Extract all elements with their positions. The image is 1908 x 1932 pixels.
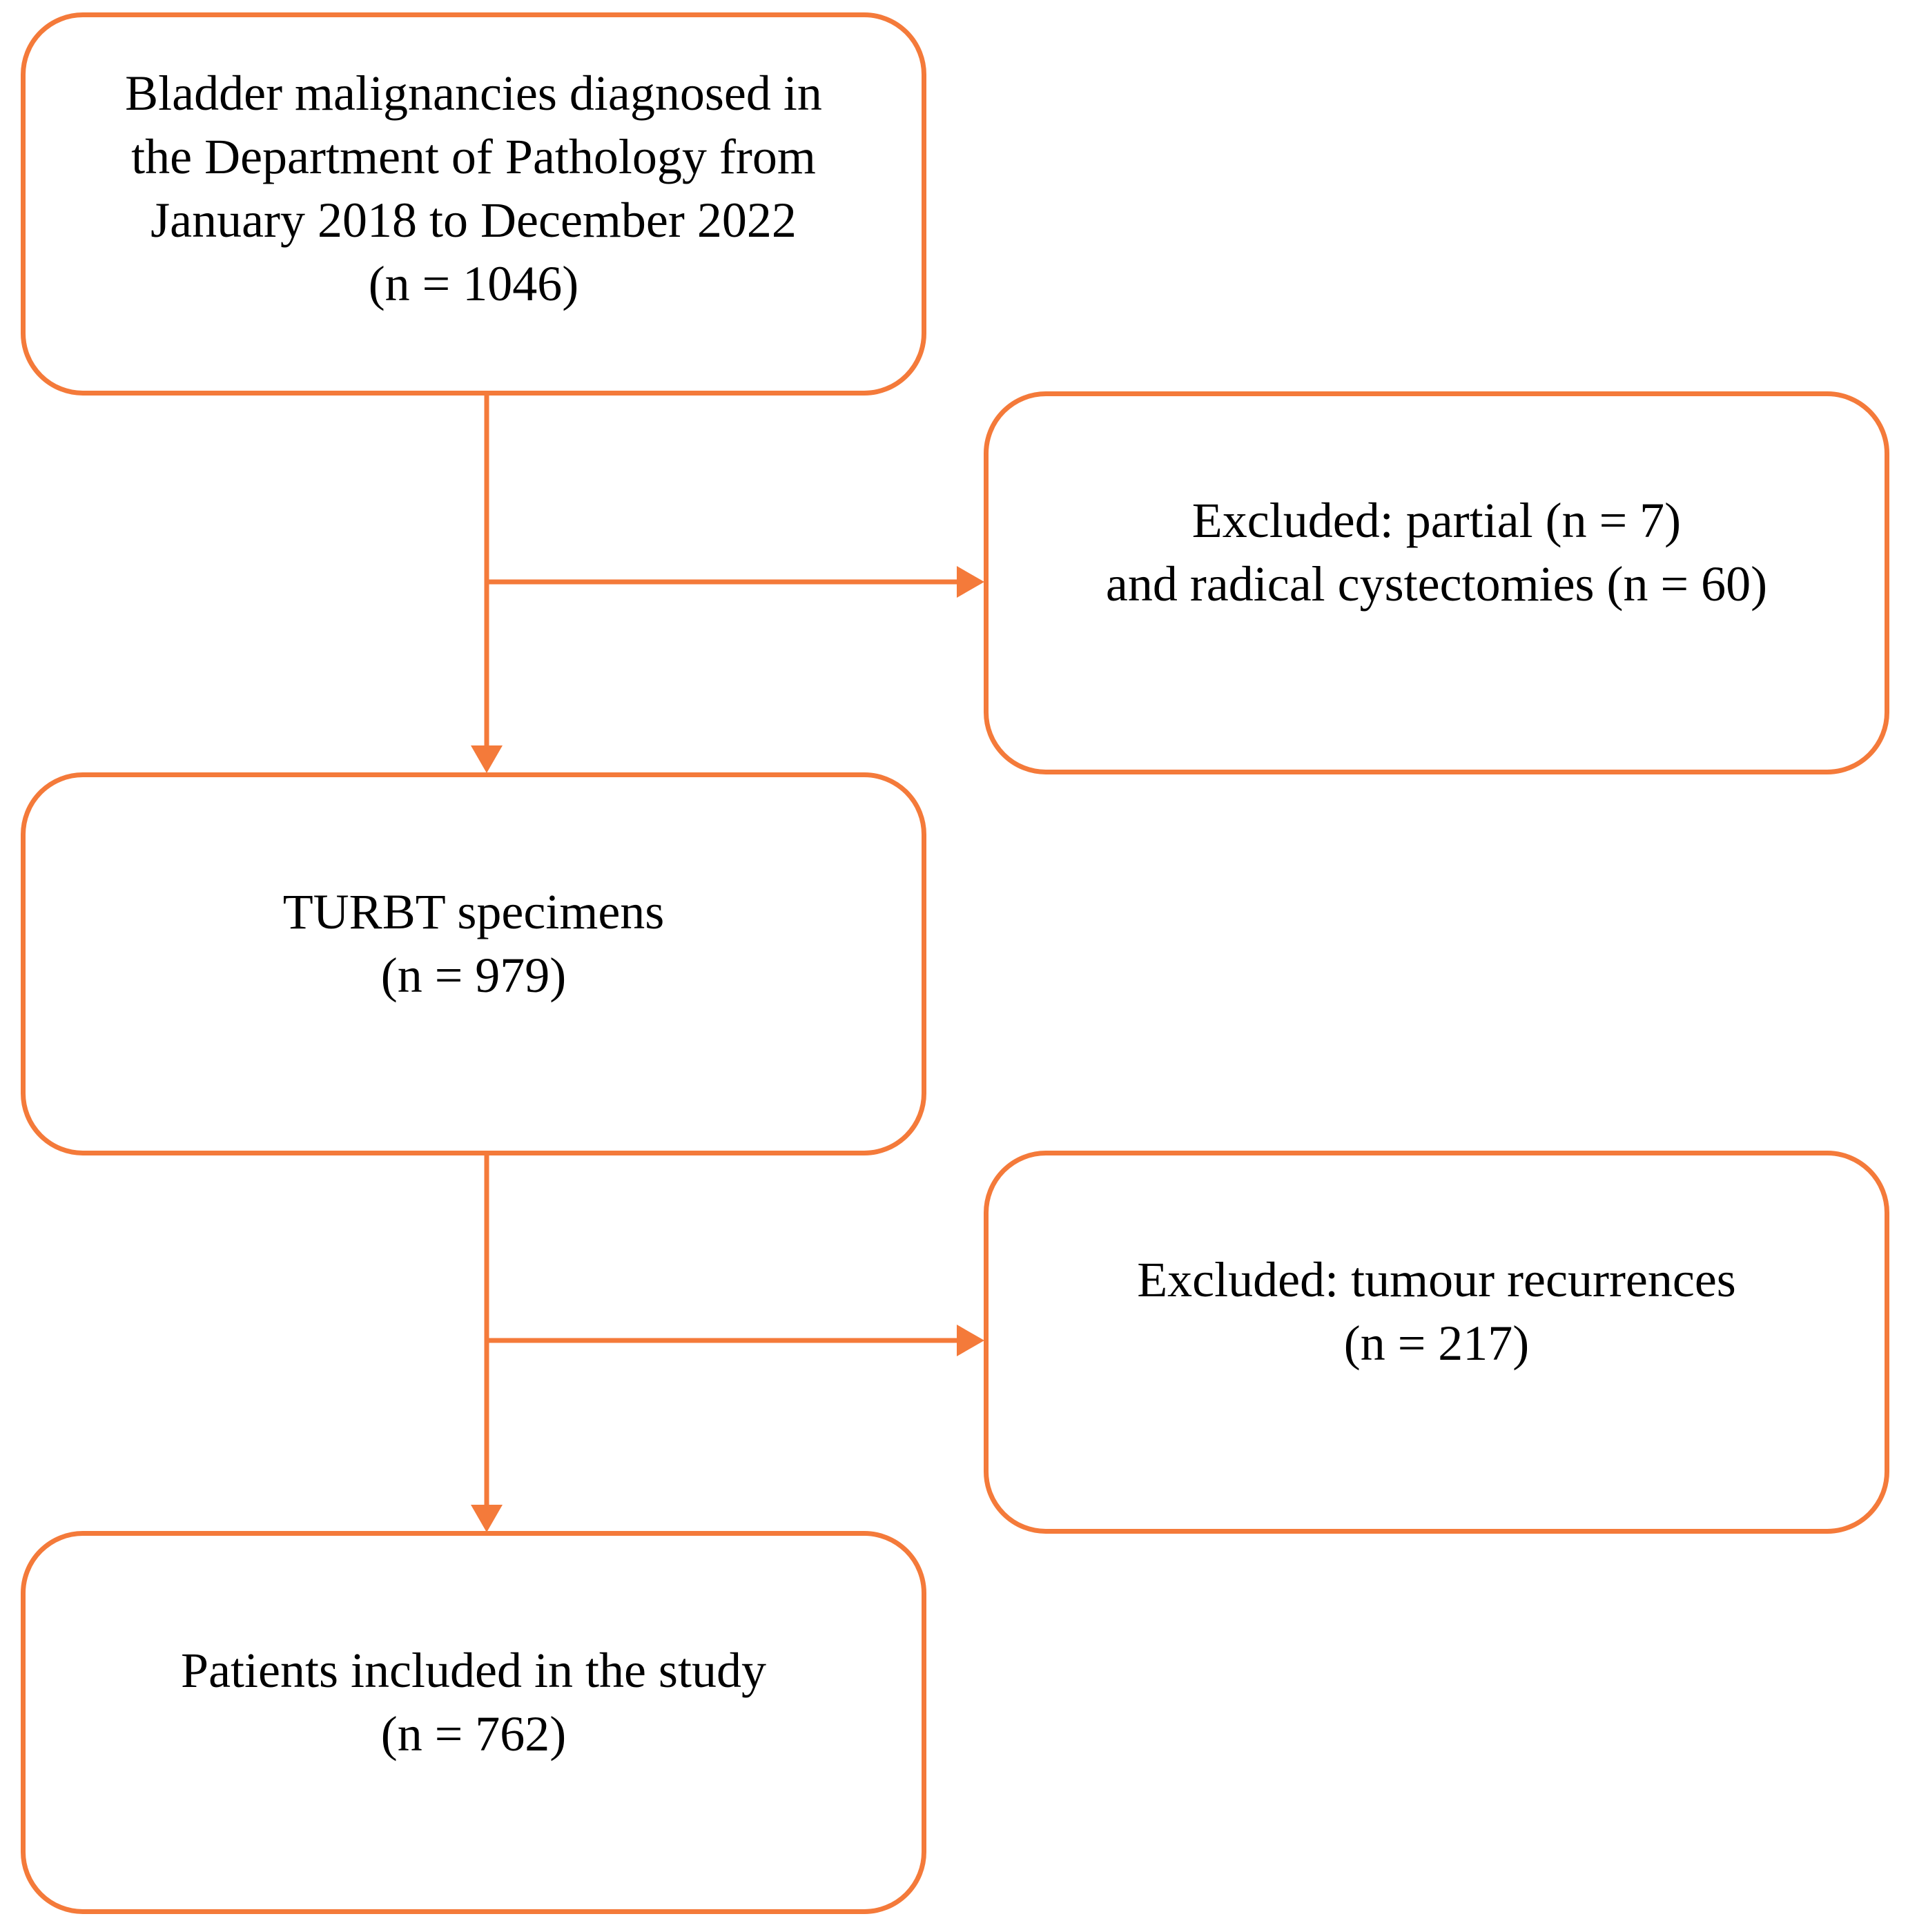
exclusion-line: and radical cystectomies (n = 60) (1105, 556, 1768, 612)
arrowhead-down-icon (471, 1505, 503, 1532)
included-count: (n = 762) (380, 1706, 567, 1762)
source-line: Bladder malignancies diagnosed in (125, 65, 822, 121)
included-patients-box: Patients included in the study (n = 762) (21, 1531, 926, 1914)
turbt-count: (n = 979) (380, 947, 567, 1003)
arrowhead-right-icon (957, 566, 984, 598)
turbt-label: TURBT specimens (282, 884, 665, 939)
included-label: Patients included in the study (181, 1642, 766, 1698)
exclusion-line: Excluded: tumour recurrences (1137, 1251, 1736, 1307)
included-patients-text: Patients included in the study (n = 762) (181, 1639, 766, 1766)
source-line: the Department of Pathology from (131, 128, 816, 184)
exclusion-recurrences-text: Excluded: tumour recurrences (n = 217) (1137, 1248, 1736, 1375)
turbt-specimens-text: TURBT specimens (n = 979) (283, 880, 665, 1007)
arrowhead-down-icon (471, 745, 503, 773)
exclusion-count: (n = 217) (1343, 1315, 1530, 1371)
turbt-specimens-box: TURBT specimens (n = 979) (21, 772, 926, 1155)
exclusion-cystectomies-box: Excluded: partial (n = 7) and radical cy… (984, 391, 1889, 774)
exclusion-cystectomies-text: Excluded: partial (n = 7) and radical cy… (1106, 489, 1767, 616)
exclusion-recurrences-box: Excluded: tumour recurrences (n = 217) (984, 1151, 1889, 1534)
source-count: (n = 1046) (368, 255, 579, 311)
source-line: January 2018 to December 2022 (150, 192, 797, 248)
exclusion-line: Excluded: partial (n = 7) (1191, 492, 1682, 548)
arrowhead-right-icon (957, 1325, 984, 1356)
source-population-box: Bladder malignancies diagnosed in the De… (21, 12, 926, 396)
source-population-text: Bladder malignancies diagnosed in the De… (125, 61, 822, 315)
